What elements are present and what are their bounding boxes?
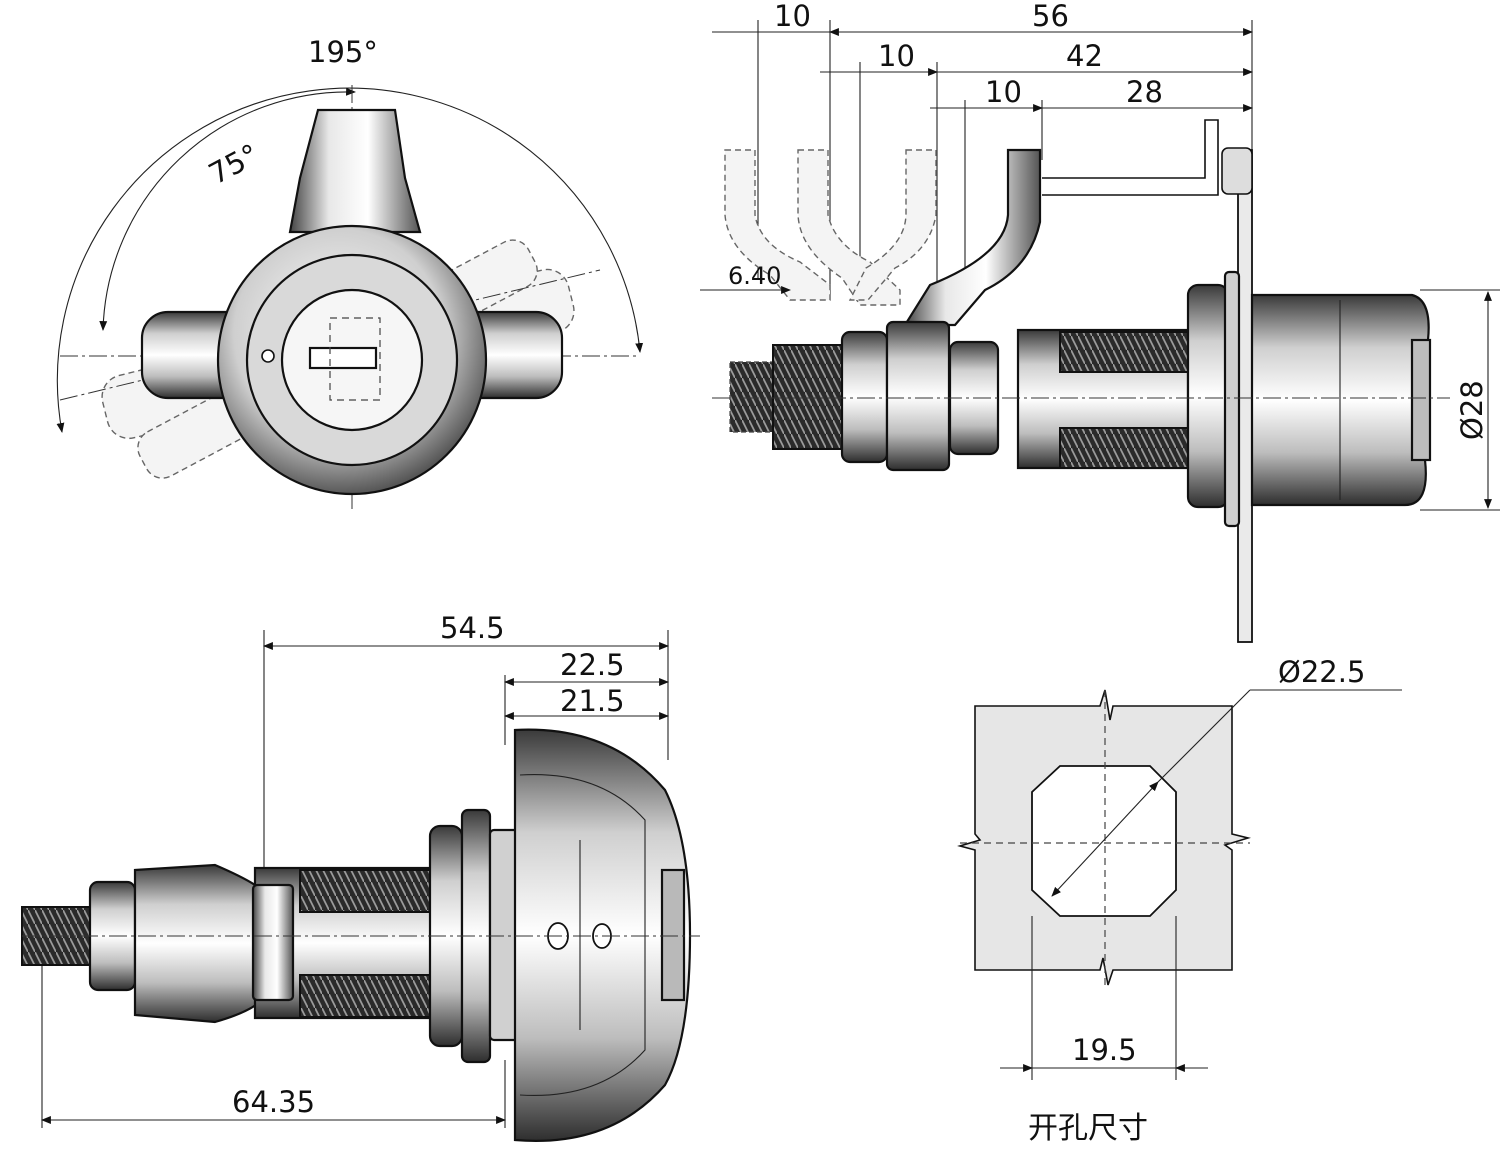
bottom-sleeve (251, 883, 295, 1002)
body-thread-top (1059, 331, 1189, 373)
handle-wing (288, 108, 422, 234)
threaded-tip (729, 361, 776, 433)
angle-75-label: 75° (203, 137, 264, 191)
dim-64-35: 64.35 (232, 1085, 315, 1119)
key-slot-outline (329, 317, 381, 401)
dim-56: 56 (1032, 0, 1069, 33)
dim-22-5: 22.5 (560, 648, 625, 682)
side-view-top: 10 56 10 42 10 28 (700, 0, 1500, 643)
side-view-bottom: 54.5 22.5 21.5 64.35 (21, 611, 700, 1142)
dim-21-5: 21.5 (560, 684, 625, 718)
ghost-cams (724, 149, 937, 306)
head-face (1410, 338, 1432, 462)
rotation-arc-75 (99, 87, 356, 331)
dim-54-5: 54.5 (440, 611, 505, 645)
dim-diameter-28: Ø28 (1455, 380, 1489, 440)
bottom-head-face (660, 868, 686, 1002)
dim-10-row3: 10 (985, 75, 1022, 109)
panel-cutout: Ø22.5 19.5 开孔尺寸 (957, 655, 1402, 1146)
bottom-coupling (133, 863, 264, 1024)
dim-42: 42 (1066, 39, 1103, 73)
dim-diameter-22-5: Ø22.5 (1278, 655, 1365, 689)
mount-nut (1186, 283, 1230, 509)
leader-22-5 (1157, 689, 1251, 783)
dim-6-40: 6.40 (728, 262, 781, 290)
dim-line-22-5-cutout (1051, 781, 1159, 897)
mounting-bracket (1042, 119, 1219, 196)
washer-1 (885, 320, 951, 472)
nut-1 (840, 330, 889, 464)
dim-28: 28 (1126, 75, 1163, 109)
dim-10-row2: 10 (878, 39, 915, 73)
dim-10-row1: 10 (774, 0, 811, 33)
dim-19-5: 19.5 (1072, 1033, 1137, 1067)
panel-cap (1221, 147, 1253, 195)
key-slot (308, 346, 378, 370)
body-thread-bottom (1059, 427, 1189, 469)
front-view: 195° 75° (56, 35, 644, 512)
mount-washer (1223, 270, 1241, 528)
bottom-head-inner (519, 773, 646, 1097)
cutout-caption: 开孔尺寸 (1028, 1111, 1148, 1146)
indicator-dot (261, 349, 275, 363)
threaded-stud (772, 344, 844, 450)
angle-195-label: 195° (308, 35, 378, 69)
